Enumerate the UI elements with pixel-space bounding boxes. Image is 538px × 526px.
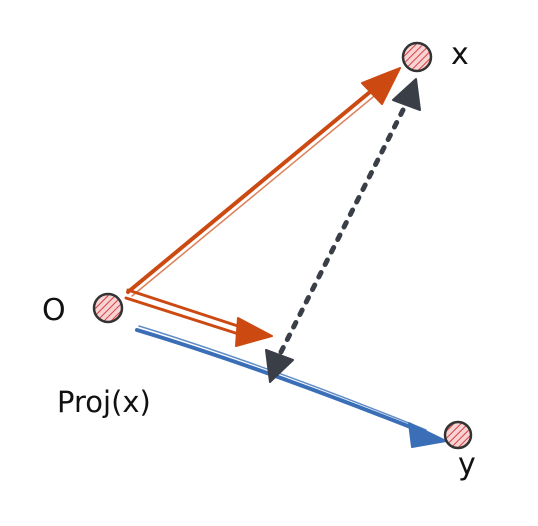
label-projection: Proj(x) <box>57 385 151 419</box>
point-y <box>443 420 473 450</box>
y-arrowhead <box>408 422 447 448</box>
y-direction-line <box>135 328 430 436</box>
label-origin: O <box>42 293 66 328</box>
label-y: y <box>458 447 476 482</box>
origin-to-x-shaft <box>126 80 384 294</box>
point-x <box>401 41 433 73</box>
origin-to-projection-arrow <box>124 288 273 347</box>
origin-to-projection-shaft-b <box>124 296 250 339</box>
origin-to-projection-shaft-a <box>126 288 252 332</box>
origin-to-x-arrowhead <box>361 67 401 105</box>
label-x: x <box>451 37 469 72</box>
residual-head-top <box>392 78 421 111</box>
point-origin <box>92 292 124 324</box>
origin-to-x-arrow <box>126 67 401 297</box>
y-direction-arrow <box>135 325 447 448</box>
origin-to-x-shaft-sketch <box>131 87 385 297</box>
residual-dotted-arrow <box>265 78 421 383</box>
y-direction-line-sketch <box>138 325 427 431</box>
point-origin-marker <box>92 292 124 324</box>
point-y-marker <box>443 420 473 450</box>
origin-to-projection-arrowhead <box>235 317 273 347</box>
point-x-marker <box>401 41 433 73</box>
residual-dotted-line <box>278 107 406 355</box>
residual-head-bottom <box>265 349 294 383</box>
